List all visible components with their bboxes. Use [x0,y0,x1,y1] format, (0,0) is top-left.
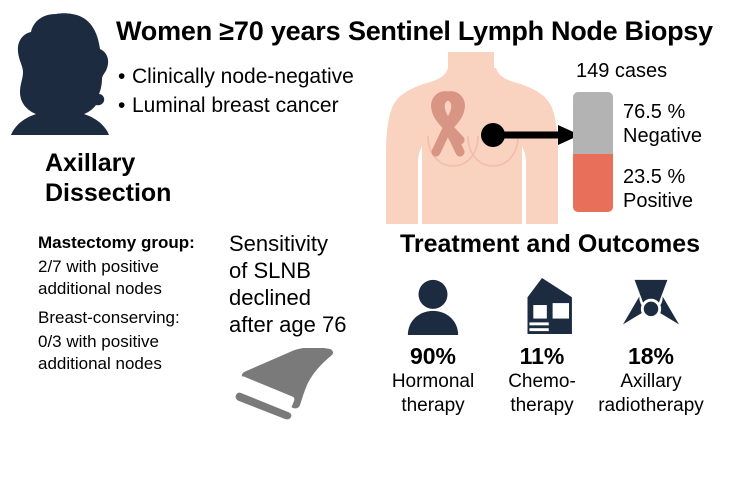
bullet-marker-icon: • [118,94,126,117]
chart-title-cases: 149 cases [576,60,668,82]
sensitivity-note: Sensitivity of SLNB declined after age 7… [229,230,346,338]
list-item-label: Clinically node-negative [132,65,354,88]
treatment-label-line2: therapy [401,395,465,416]
treatment-item-chemo: 11% Chemo- therapy [487,275,597,417]
criteria-bullet-list: • Clinically node-negative • Luminal bre… [118,62,368,120]
list-item: • Luminal breast cancer [118,91,368,120]
treatment-label-line1: Axillary [620,371,682,392]
breast-conserving-label: Breast-conserving: [38,308,180,327]
mastectomy-value-line1: 2/7 with positive [38,257,159,276]
sensitivity-line1: Sensitivity [229,231,329,256]
treatment-label-line2: therapy [510,395,574,416]
legend-label-positive: Positive [623,190,694,212]
treatment-percent: 11% [519,343,565,369]
treatment-percent: 90% [409,343,457,369]
legend-percent-positive: 23.5 % [623,166,686,188]
female-torso-illustration [370,52,575,224]
bcs-value-line2: additional nodes [38,354,162,373]
person-icon [378,275,488,337]
legend-item-negative: 76.5 % Negative [623,100,702,148]
radiation-icon [596,275,706,337]
mastectomy-group-value: 2/7 with positive additional nodes [38,256,162,300]
woman-head-silhouette-icon [6,10,110,135]
bar-segment-negative [573,92,613,155]
treatment-outcomes-heading: Treatment and Outcomes [400,230,701,258]
treatment-item-hormonal: 90% Hormonal therapy [378,275,488,417]
sentinel-node-result-bar [573,92,613,212]
treatment-label-line1: Hormonal [391,371,475,392]
breast-conserving-value: 0/3 with positive additional nodes [38,331,162,375]
legend-percent-negative: 76.5 % [623,101,686,123]
mastectomy-value-line2: additional nodes [38,279,162,298]
breast-cancer-awareness-ribbon-icon [431,91,465,157]
right-arrow-icon [558,125,580,145]
list-item: • Clinically node-negative [118,62,368,91]
axillary-heading-line2: Dissection [45,179,172,207]
sentinel-node-marker-and-arrow [481,123,580,147]
axillary-heading-line1: Axillary [45,149,136,177]
bcs-value-line1: 0/3 with positive [38,332,159,351]
page-title-right: Sentinel Lymph Node Biopsy [348,16,713,46]
treatment-label-line1: Chemo- [508,371,576,392]
hospital-icon [487,275,597,337]
legend-item-positive: 23.5 % Positive [623,165,693,213]
sensitivity-line2: of SLNB [229,258,311,283]
treatment-label-line2: radiotherapy [598,395,704,416]
downward-trend-arrow-icon [232,347,342,420]
bullet-marker-icon: • [118,65,126,88]
treatment-percent: 18% [627,343,675,369]
sensitivity-line3: declined [229,285,311,310]
mastectomy-group-label: Mastectomy group: [38,233,195,252]
treatment-item-radiotherapy: 18% Axillary radiotherapy [596,275,706,417]
axillary-dissection-heading: Axillary Dissection [45,148,171,208]
list-item-label: Luminal breast cancer [132,94,339,117]
sensitivity-line4: after age 76 [229,312,347,337]
page-title-left: Women ≥70 years [116,16,341,46]
legend-label-negative: Negative [623,125,702,147]
bar-segment-positive [573,154,613,212]
